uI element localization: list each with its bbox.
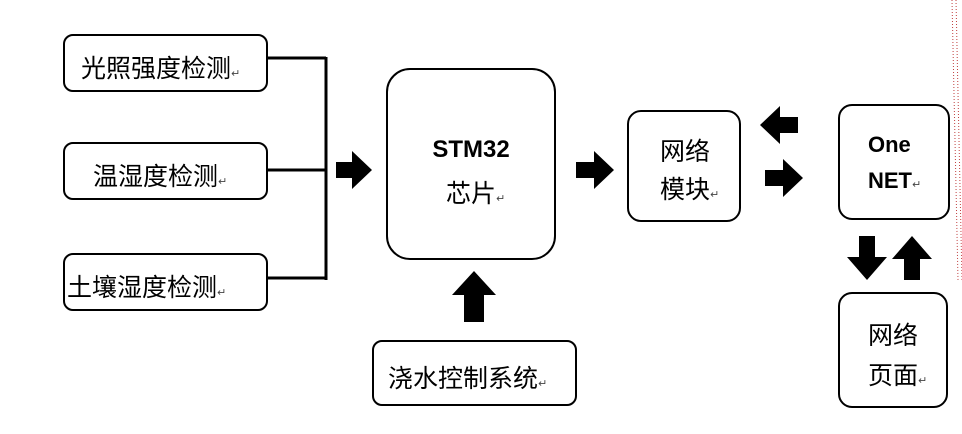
arrow-down-icon — [847, 236, 887, 280]
irrigation-box: 浇水控制系统↵ — [372, 340, 577, 406]
paragraph-mark: ↵ — [218, 175, 228, 188]
irrigation-label: 浇水控制系统 — [388, 364, 539, 393]
paragraph-mark: ↵ — [912, 178, 922, 191]
onenet-line2: NET — [868, 168, 912, 193]
paragraph-mark: ↵ — [918, 374, 928, 387]
network-module-line1: 网络 — [660, 137, 711, 166]
web-page-line1: 网络 — [868, 321, 919, 350]
sensor-box-light: 光照强度检测↵ — [63, 34, 268, 92]
web-page-box: 网络 页面↵ — [838, 292, 948, 408]
sensor-label: 光照强度检测 — [81, 54, 232, 83]
arrow-left-icon — [760, 106, 798, 144]
arrow-right-icon — [765, 159, 803, 197]
paragraph-mark: ↵ — [217, 286, 227, 299]
sensor-box-soil-humidity: 土壤湿度检测↵ — [63, 253, 268, 311]
arrow-up-icon — [892, 236, 932, 280]
sensor-label: 土壤湿度检测 — [67, 273, 218, 302]
sensor-bracket — [268, 56, 328, 280]
sensor-label: 温湿度检测 — [93, 162, 219, 191]
onenet-box: One NET↵ — [838, 104, 950, 220]
network-module-line2: 模块 — [660, 175, 711, 204]
sensor-box-temp-humidity: 温湿度检测↵ — [63, 142, 268, 200]
web-page-line2: 页面 — [868, 361, 919, 390]
network-module-box: 网络 模块↵ — [627, 110, 741, 222]
paragraph-mark: ↵ — [231, 67, 241, 80]
paragraph-mark: ↵ — [538, 377, 548, 390]
chip-subtitle: 芯片 — [446, 179, 497, 208]
arrow-right-icon — [336, 151, 372, 189]
paragraph-mark: ↵ — [710, 188, 720, 201]
chip-box: STM32 芯片↵ — [386, 68, 556, 260]
paragraph-mark: ↵ — [496, 192, 506, 205]
chip-title: STM32 — [432, 136, 510, 163]
dotted-guide-line — [955, 0, 962, 281]
arrow-up-icon — [452, 271, 496, 322]
onenet-line1: One — [868, 132, 911, 157]
arrow-right-icon — [576, 151, 614, 189]
